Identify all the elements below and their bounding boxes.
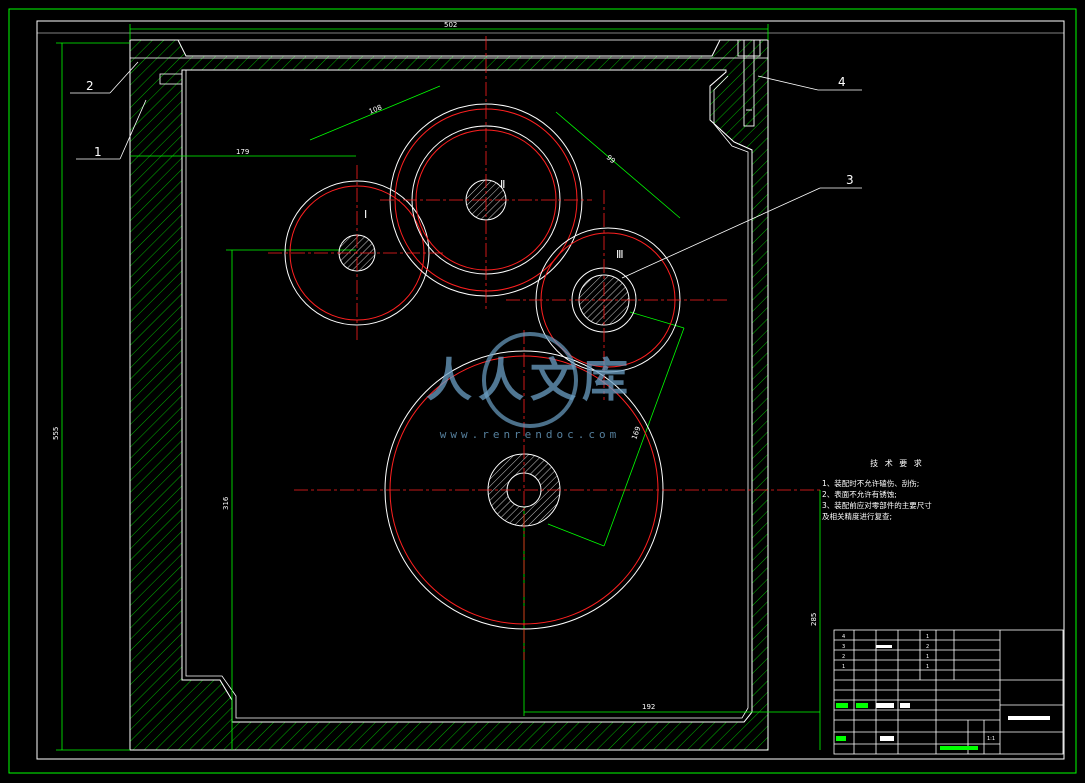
- dim-gear-spacing-2: 99: [605, 153, 617, 165]
- dim-overall-width: 502: [444, 21, 457, 29]
- notes-title: 技 术 要 求: [870, 459, 924, 468]
- leader-lines: [70, 61, 862, 279]
- leader-label-3: 3: [846, 173, 854, 187]
- outer-frame: [8, 8, 1077, 774]
- dim-lower-height: 285: [810, 613, 818, 626]
- dim-overall-height: 555: [52, 427, 60, 440]
- bolt: [737, 39, 761, 127]
- notes-line-4: 及相关精度进行复查;: [822, 512, 893, 521]
- sign-bar-2: [856, 703, 868, 708]
- leader-label-1: 1: [94, 145, 102, 159]
- shaft-label-1: Ⅰ: [364, 208, 367, 221]
- part-no-4: 4: [842, 634, 845, 640]
- technical-notes: 技 术 要 求 1、装配时不允许磕伤、刮伤; 2、表面不允许有锈蚀; 3、装配前…: [822, 458, 1012, 522]
- shaft-label-3: Ⅲ: [616, 248, 624, 261]
- leader-label-2: 2: [86, 79, 94, 93]
- part-name-bar: [876, 645, 892, 648]
- dim-lower-width: 192: [642, 703, 655, 711]
- sign-bar-1: [836, 703, 848, 708]
- inner-frame: [36, 20, 1065, 760]
- part-qty-1: 1: [926, 664, 929, 670]
- scale-value: 1:1: [987, 736, 995, 742]
- part-qty-3: 2: [926, 644, 929, 650]
- company-bar: [940, 746, 978, 750]
- sign-bar-4: [900, 703, 910, 708]
- title-block: [833, 629, 1064, 755]
- sign-bar-6: [880, 736, 894, 741]
- dim-left-offset: 179: [236, 148, 249, 156]
- notes-line-3: 3、装配前应对零部件的主要尺寸: [822, 501, 932, 510]
- notes-line-2: 2、表面不允许有锈蚀;: [822, 490, 897, 499]
- notes-line-1: 1、装配时不允许磕伤、刮伤;: [822, 479, 920, 488]
- drawing-name-bar: [1008, 716, 1050, 720]
- dim-gear-center-height: 316: [222, 496, 230, 510]
- sign-bar-3: [876, 703, 894, 708]
- sign-bar-5: [836, 736, 846, 741]
- part-no-2: 2: [842, 654, 845, 660]
- part-qty-4: 1: [926, 634, 929, 640]
- part-no-3: 3: [842, 644, 845, 650]
- part-qty-2: 1: [926, 654, 929, 660]
- shaft-label-2: Ⅱ: [500, 178, 505, 191]
- leader-label-4: 4: [838, 75, 846, 89]
- part-no-1: 1: [842, 664, 845, 670]
- housing-section: [129, 39, 769, 751]
